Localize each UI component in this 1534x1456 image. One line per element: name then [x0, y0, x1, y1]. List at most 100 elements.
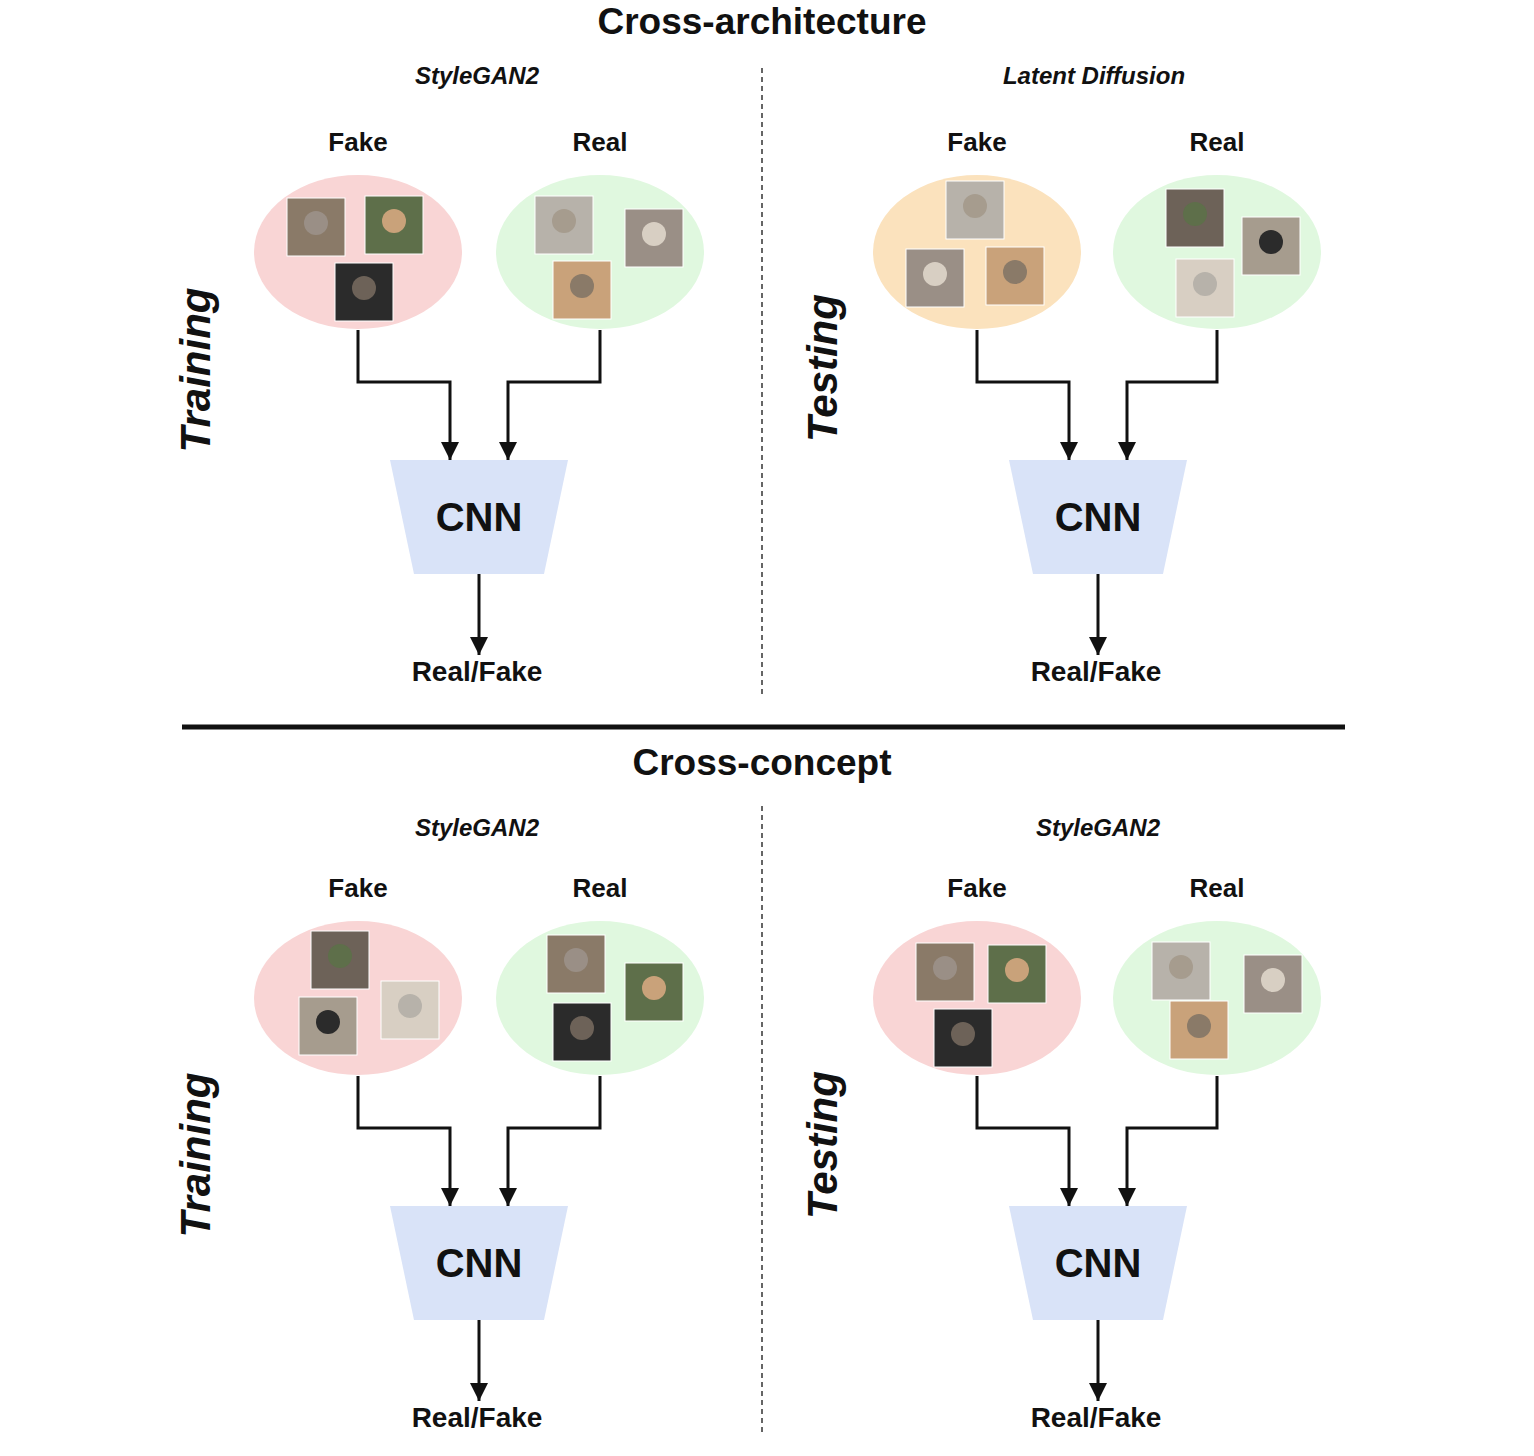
- image-detail: [304, 211, 328, 235]
- ellipse-fill: [254, 921, 462, 1075]
- image-thumbnail: [381, 981, 439, 1039]
- ellipse-shape: [253, 174, 463, 330]
- ellipse-fill: [873, 175, 1081, 329]
- image-thumbnail: [1166, 189, 1224, 247]
- image-thumbnail: [553, 1003, 611, 1061]
- model-label: CNN: [390, 1206, 568, 1320]
- image-detail: [328, 944, 352, 968]
- ellipse-shape: [253, 920, 463, 1076]
- image-detail: [1183, 202, 1207, 226]
- section-title: Cross-architecture: [597, 1, 926, 43]
- sample-set-ellipse: Fake: [253, 125, 463, 330]
- ellipse-fill: [496, 175, 704, 329]
- model-name: StyleGAN2: [1036, 814, 1160, 842]
- sample-set-ellipse: Real: [495, 125, 705, 330]
- image-thumbnail: [1242, 217, 1300, 275]
- image-thumbnail: [1152, 942, 1210, 1000]
- phase-label: Testing: [799, 1071, 847, 1219]
- ellipse-fill: [1113, 921, 1321, 1075]
- ellipse-shape: [872, 920, 1082, 1076]
- cnn-trapezoid: CNN: [390, 1206, 568, 1320]
- flow-arrow: [1127, 330, 1217, 460]
- image-thumbnail: [365, 196, 423, 254]
- image-detail: [1259, 230, 1283, 254]
- ellipse-shape: [495, 174, 705, 330]
- image-detail: [642, 222, 666, 246]
- image-thumbnail: [1244, 955, 1302, 1013]
- section-title: Cross-concept: [632, 742, 891, 784]
- image-detail: [1169, 955, 1193, 979]
- image-detail: [570, 274, 594, 298]
- flow-arrow: [1097, 574, 1100, 655]
- image-thumbnail: [287, 198, 345, 256]
- sample-set-ellipse: Fake: [872, 871, 1082, 1076]
- flow-arrow: [1097, 1320, 1100, 1401]
- flow-arrow: [508, 330, 600, 460]
- ellipse-shape: [1112, 174, 1322, 330]
- sample-set-ellipse: Real: [495, 871, 705, 1076]
- sample-set-ellipse: Fake: [253, 871, 463, 1076]
- image-detail: [352, 276, 376, 300]
- image-thumbnail: [625, 963, 683, 1021]
- phase-label: Training: [172, 288, 220, 453]
- image-detail: [1003, 260, 1027, 284]
- image-detail: [923, 262, 947, 286]
- ellipse-shape: [872, 174, 1082, 330]
- image-detail: [1187, 1014, 1211, 1038]
- image-detail: [382, 209, 406, 233]
- model-label: CNN: [1009, 1206, 1187, 1320]
- set-heading: Fake: [253, 871, 463, 905]
- image-detail: [933, 956, 957, 980]
- output-label: Real/Fake: [408, 655, 547, 689]
- image-thumbnail: [906, 249, 964, 307]
- image-thumbnail: [547, 935, 605, 993]
- set-heading: Real: [495, 871, 705, 905]
- image-thumbnail: [553, 261, 611, 319]
- set-heading: Fake: [253, 125, 463, 159]
- image-detail: [552, 209, 576, 233]
- image-detail: [642, 976, 666, 1000]
- output-text: Real/Fake: [408, 655, 547, 689]
- ellipse-shape: [495, 920, 705, 1076]
- output-label: Real/Fake: [1027, 655, 1166, 689]
- image-detail: [564, 948, 588, 972]
- image-thumbnail: [946, 181, 1004, 239]
- image-detail: [316, 1010, 340, 1034]
- image-thumbnail: [311, 931, 369, 989]
- image-thumbnail: [1176, 259, 1234, 317]
- model-label: CNN: [390, 460, 568, 574]
- output-text: Real/Fake: [1027, 1401, 1166, 1435]
- set-heading: Fake: [872, 871, 1082, 905]
- image-detail: [570, 1016, 594, 1040]
- model-name: Latent Diffusion: [1003, 62, 1185, 90]
- image-detail: [1193, 272, 1217, 296]
- model-label: CNN: [1009, 460, 1187, 574]
- flow-arrow: [1127, 1076, 1217, 1206]
- ellipse-shape: [1112, 920, 1322, 1076]
- image-detail: [951, 1022, 975, 1046]
- image-thumbnail: [988, 945, 1046, 1003]
- image-thumbnail: [1170, 1001, 1228, 1059]
- image-detail: [963, 194, 987, 218]
- image-thumbnail: [625, 209, 683, 267]
- image-detail: [1005, 958, 1029, 982]
- output-label: Real/Fake: [1027, 1401, 1166, 1435]
- flow-arrow: [977, 330, 1069, 460]
- flow-arrow: [508, 1076, 600, 1206]
- dashed-divider: [761, 806, 763, 1434]
- sample-set-ellipse: Fake: [872, 125, 1082, 330]
- flow-arrow: [977, 1076, 1069, 1206]
- flow-arrow: [358, 330, 450, 460]
- set-heading: Real: [1112, 125, 1322, 159]
- ellipse-fill: [873, 921, 1081, 1075]
- flow-arrow: [478, 574, 481, 655]
- ellipse-fill: [496, 921, 704, 1075]
- image-thumbnail: [986, 247, 1044, 305]
- image-thumbnail: [299, 997, 357, 1055]
- phase-label: Training: [172, 1073, 220, 1238]
- sample-set-ellipse: Real: [1112, 125, 1322, 330]
- set-heading: Real: [495, 125, 705, 159]
- flow-arrow: [478, 1320, 481, 1401]
- set-heading: Real: [1112, 871, 1322, 905]
- image-thumbnail: [335, 263, 393, 321]
